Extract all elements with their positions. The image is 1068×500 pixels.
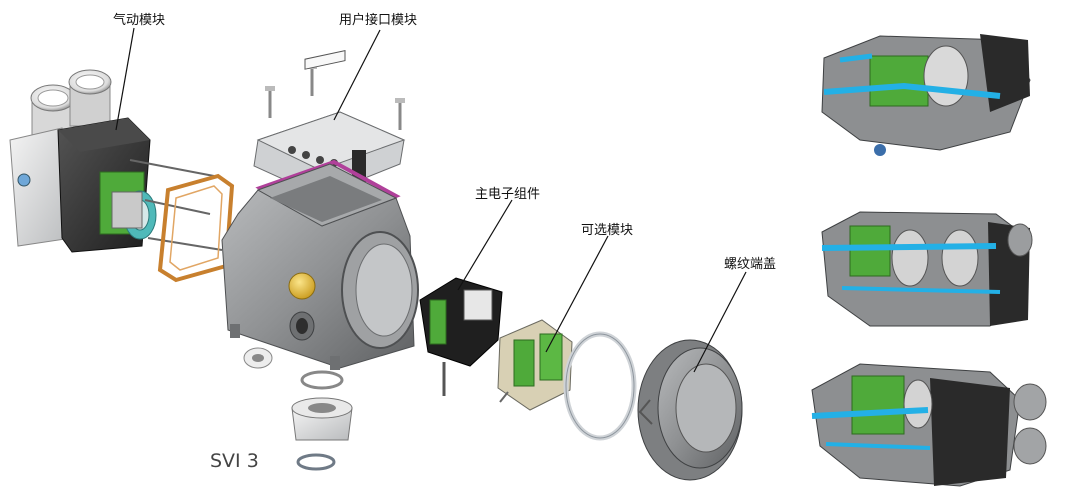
cutaway-view-top <box>821 34 1031 156</box>
label-user-interface-module: 用户接口模块 <box>339 13 418 28</box>
threaded-end-cap <box>637 339 743 481</box>
model-name: SVI 3 <box>210 450 259 472</box>
pressure-gauge-icon <box>30 69 112 147</box>
label-pneumatic-module: 气动模块 <box>113 13 166 28</box>
pneumatic-module <box>9 69 223 253</box>
cutaway-view-bottom <box>811 363 1047 487</box>
leader-lines <box>115 27 747 373</box>
main-housing <box>221 50 419 370</box>
fitting-parts <box>243 347 353 471</box>
label-main-electronics: 主电子组件 <box>475 187 541 202</box>
main-electronics-assembly <box>419 277 503 396</box>
optional-module <box>497 319 573 411</box>
label-optional-module: 可选模块 <box>581 223 634 238</box>
adjustment-knob-icon <box>288 272 316 300</box>
screw-icon <box>268 68 402 130</box>
label-threaded-end-cap: 螺纹端盖 <box>724 257 777 272</box>
cutaway-view-middle <box>821 211 1033 327</box>
